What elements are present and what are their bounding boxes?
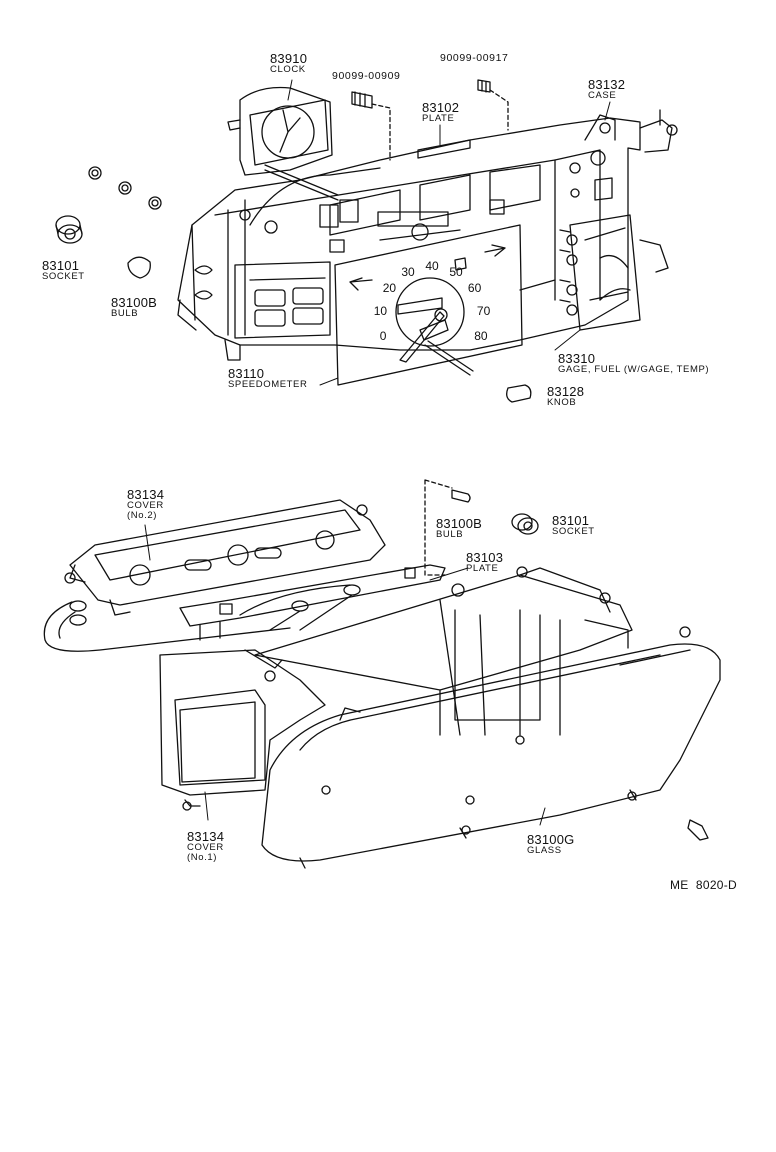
clock — [227, 86, 339, 201]
part-number: 83310 — [558, 351, 596, 366]
dial-number: 10 — [374, 304, 388, 318]
dial-number: 60 — [468, 281, 482, 295]
part-number: 83132 — [588, 77, 626, 92]
part-number: 83103 — [466, 550, 504, 565]
part-name: CASE — [588, 90, 617, 101]
callout-83100G: 83100G GLASS — [527, 833, 574, 856]
gauge-fuel-temp — [559, 214, 641, 331]
part-number: 83101 — [42, 258, 80, 273]
plate-83102 — [417, 139, 471, 159]
callout-83101-top: 83101 SOCKET — [42, 259, 85, 282]
callout-83110: 83110 SPEEDOMETER — [228, 367, 307, 390]
socket-83101-bottom — [511, 513, 539, 535]
part-name: SOCKET — [42, 271, 85, 282]
part-number: 83100B — [111, 295, 158, 310]
cluster-housing — [177, 109, 678, 361]
part-name: PLATE — [422, 113, 455, 124]
dial-number: 70 — [477, 304, 491, 318]
callout-83102: 83102 PLATE — [422, 101, 459, 124]
part-number: 83100G — [527, 832, 575, 847]
dial-number: 30 — [401, 265, 415, 279]
callout-83134-no1: 83134 COVER (No.1) — [187, 830, 224, 862]
part-number: 83100B — [436, 516, 483, 531]
glass — [261, 643, 721, 869]
part-name: KNOB — [547, 397, 577, 408]
speedometer — [334, 224, 523, 386]
part-name: BULB — [111, 308, 139, 319]
part-number: 90099-00917 — [440, 52, 509, 64]
callout-83103: 83103 PLATE — [466, 551, 503, 574]
part-name: GAGE, FUEL (W/GAGE, TEMP) — [558, 364, 710, 375]
nuts — [88, 166, 162, 210]
part-number: 90099-00909 — [332, 70, 401, 82]
knob-83128 — [506, 384, 532, 403]
callout-90099-00909: 90099-00909 — [332, 71, 401, 82]
callout-83101-bottom: 83101 SOCKET — [552, 514, 595, 537]
bulb-83100B-top — [127, 256, 151, 279]
screw-bottom-right — [687, 819, 709, 841]
callout-83100B-top: 83100B BULB — [111, 296, 157, 319]
part-name: CLOCK — [270, 64, 306, 75]
screw-90099-00909 — [351, 91, 373, 109]
part-name: PLATE — [466, 563, 499, 574]
part-number: 83128 — [547, 384, 585, 399]
part-name: COVER — [187, 842, 224, 853]
callout-83910: 83910 CLOCK — [270, 52, 307, 75]
part-sub: (No.1) — [187, 851, 217, 863]
screw-90099-00917 — [477, 79, 491, 93]
part-name: GLASS — [527, 845, 562, 856]
part-number: 83134 — [187, 829, 225, 844]
dial-number: 40 — [425, 259, 439, 273]
callout-90099-00917: 90099-00917 — [440, 53, 509, 64]
part-number: 83110 — [228, 366, 265, 381]
part-number: 83910 — [270, 51, 308, 66]
dial-number: 20 — [383, 281, 397, 295]
callout-83134-no2: 83134 COVER (No.2) — [127, 488, 164, 520]
part-name: SPEEDOMETER — [228, 379, 308, 390]
socket-83101-top — [55, 215, 83, 244]
part-name: SOCKET — [552, 526, 595, 537]
part-number: 83102 — [422, 100, 460, 115]
part-number: 83134 — [127, 487, 165, 502]
bulb-83100B-bottom — [451, 489, 471, 503]
wire-harness — [43, 584, 361, 652]
cluster-case-bottom — [254, 566, 691, 736]
part-sub: (No.2) — [127, 509, 157, 521]
dial-number: 50 — [449, 265, 463, 279]
part-name: BULB — [436, 529, 464, 540]
callout-83310: 83310 GAGE, FUEL (W/GAGE, TEMP) — [558, 352, 709, 375]
cover-no2 — [64, 499, 386, 616]
plate-83103 — [179, 564, 446, 641]
callout-83100B-bottom: 83100B BULB — [436, 517, 482, 540]
part-number: 83101 — [552, 513, 590, 528]
figure-reference: ME 8020-D — [670, 878, 738, 892]
speedometer-dial: 0 10 20 30 40 50 60 70 80 — [374, 259, 491, 343]
callout-83132: 83132 CASE — [588, 78, 625, 101]
callout-83128: 83128 KNOB — [547, 385, 584, 408]
dial-number: 80 — [474, 329, 488, 343]
cover-no1 — [159, 649, 326, 811]
dial-number: 0 — [380, 329, 387, 343]
part-name: COVER — [127, 500, 164, 511]
